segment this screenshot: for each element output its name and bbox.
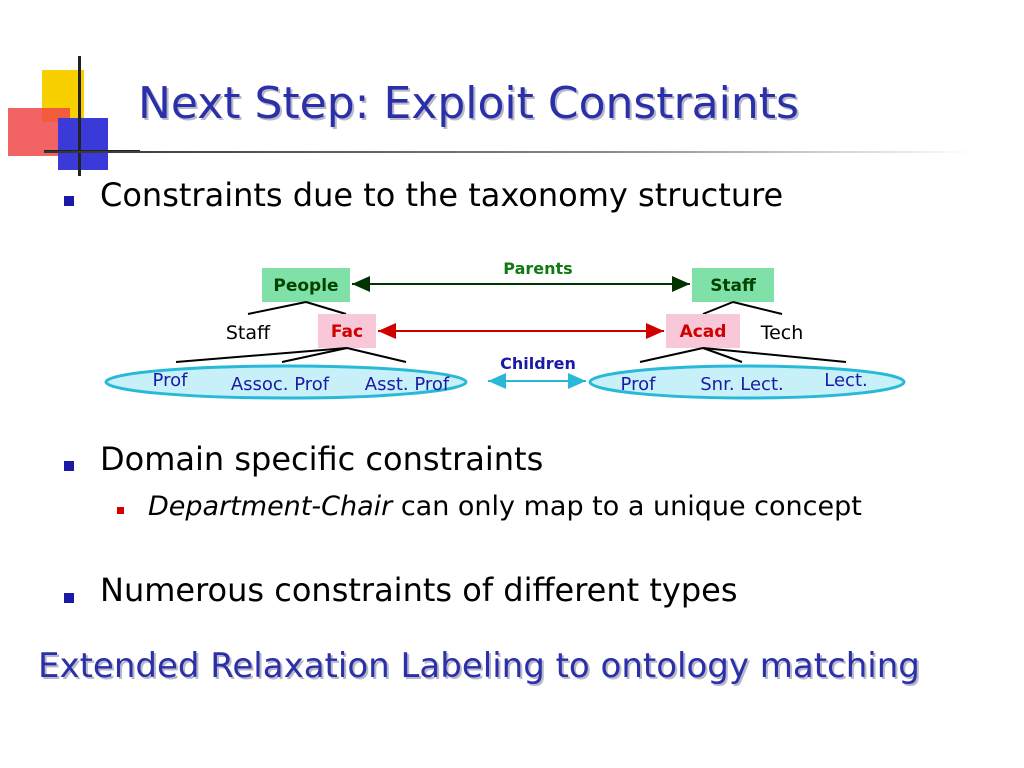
title-divider — [44, 151, 974, 153]
children-label: Children — [500, 354, 576, 373]
node-fac: Fac — [318, 314, 376, 348]
child-snr-lect: Snr. Lect. — [700, 374, 784, 395]
node-staff: Staff — [692, 268, 774, 302]
footer-statement: Extended Relaxation Labeling to ontology… — [38, 646, 920, 686]
sub-bullet-department-chair: Department-Chair can only map to a uniqu… — [148, 491, 862, 522]
child-asst-prof: Asst. Prof — [365, 374, 450, 395]
bullet-marker — [64, 593, 74, 603]
label-tech: Tech — [760, 322, 804, 344]
bullet-taxonomy-constraints: Constraints due to the taxonomy structur… — [100, 176, 784, 214]
node-acad: Acad — [666, 314, 740, 348]
bullet-domain-constraints: Domain specific constraints — [100, 440, 544, 478]
parents-label: Parents — [503, 259, 572, 278]
slide-logo-decoration — [8, 56, 140, 176]
left-children-group: Prof Assoc. Prof Asst. Prof — [104, 364, 468, 400]
bullet-numerous-constraints: Numerous constraints of different types — [100, 571, 738, 609]
department-chair-rest: can only map to a unique concept — [392, 491, 862, 522]
node-acad-label: Acad — [680, 322, 727, 342]
child-prof-right: Prof — [621, 374, 657, 395]
bullet-marker — [64, 196, 74, 206]
node-staff-label: Staff — [710, 276, 756, 296]
child-lect: Lect. — [824, 370, 867, 391]
node-people: People — [262, 268, 350, 302]
sub-bullet-marker — [117, 507, 124, 514]
slide-title: Next Step: Exploit Constraints — [138, 78, 799, 129]
right-children-group: Prof Snr. Lect. Lect. — [588, 364, 906, 400]
bullet-marker — [64, 461, 74, 471]
child-assoc-prof: Assoc. Prof — [231, 374, 330, 395]
label-staff-left: Staff — [226, 322, 271, 344]
node-fac-label: Fac — [331, 322, 363, 342]
department-chair-term: Department-Chair — [148, 491, 393, 522]
node-people-label: People — [273, 276, 338, 296]
child-prof-left: Prof — [153, 370, 189, 391]
